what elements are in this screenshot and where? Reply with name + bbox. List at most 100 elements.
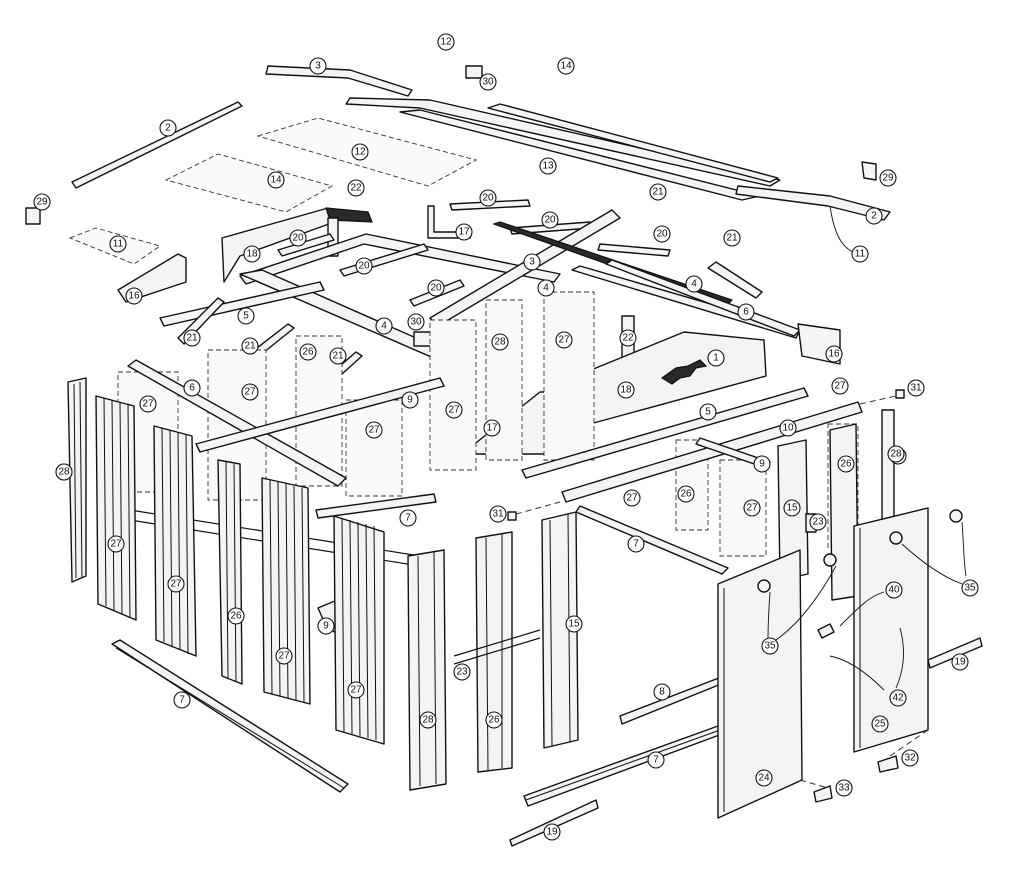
hinge-35-c bbox=[889, 531, 903, 545]
latch-40 bbox=[817, 623, 835, 639]
rib-base-7-right bbox=[525, 729, 721, 801]
part-door-25 bbox=[853, 507, 929, 753]
callout-circle bbox=[723, 229, 741, 247]
part-clip-31-right bbox=[895, 389, 905, 399]
part-rail-6-left bbox=[127, 359, 347, 487]
roof-parts bbox=[25, 65, 891, 303]
callout-22: 22 bbox=[347, 179, 365, 197]
callout-7: 7 bbox=[399, 509, 417, 527]
callout-12: 12 bbox=[437, 33, 455, 51]
callout-circle bbox=[139, 395, 157, 413]
callout-7: 7 bbox=[173, 691, 191, 709]
callout-1: 1 bbox=[707, 349, 725, 367]
rib-base-7 bbox=[115, 647, 345, 789]
callout-number: 28 bbox=[58, 467, 70, 478]
front-right-panels bbox=[509, 409, 983, 847]
callout-number: 26 bbox=[488, 715, 500, 726]
callout-circle bbox=[537, 279, 555, 297]
callout-circle bbox=[241, 383, 259, 401]
callout-circle bbox=[619, 329, 637, 347]
callout-6: 6 bbox=[737, 303, 755, 321]
callout-circle bbox=[699, 403, 717, 421]
callout-circle bbox=[455, 223, 473, 241]
callout-number: 21 bbox=[726, 233, 738, 244]
callout-number: 14 bbox=[270, 175, 282, 186]
callout-4: 4 bbox=[537, 279, 555, 297]
callout-number: 9 bbox=[407, 395, 413, 406]
callout-31: 31 bbox=[907, 379, 925, 397]
callout-9: 9 bbox=[753, 455, 771, 473]
callout-circle bbox=[401, 391, 419, 409]
callout-29: 29 bbox=[33, 193, 51, 211]
part-door-24 bbox=[717, 549, 803, 819]
callout-11: 11 bbox=[109, 235, 127, 253]
callout-11: 11 bbox=[851, 245, 869, 263]
callout-circle bbox=[275, 647, 293, 665]
callout-circle bbox=[543, 823, 561, 841]
callout-28: 28 bbox=[887, 445, 905, 463]
callout-circle bbox=[479, 73, 497, 91]
callout-number: 12 bbox=[354, 147, 366, 158]
part-bracket-29-left bbox=[25, 207, 41, 225]
callout-9: 9 bbox=[401, 391, 419, 409]
callout-18: 18 bbox=[617, 381, 635, 399]
callout-number: 3 bbox=[315, 61, 321, 72]
base-rail-23-b bbox=[453, 637, 541, 665]
callout-circle bbox=[707, 349, 725, 367]
callout-26: 26 bbox=[299, 343, 317, 361]
callout-circle bbox=[351, 143, 369, 161]
rib-28-a bbox=[417, 551, 437, 787]
callout-21: 21 bbox=[183, 329, 201, 347]
callout-3: 3 bbox=[523, 253, 541, 271]
callout-31: 31 bbox=[489, 505, 507, 523]
dash-door-bottom bbox=[799, 729, 929, 789]
callout-5: 5 bbox=[699, 403, 717, 421]
callout-number: 28 bbox=[422, 715, 434, 726]
callout-number: 6 bbox=[743, 307, 749, 318]
callout-circle bbox=[951, 653, 969, 671]
callout-number: 21 bbox=[186, 333, 198, 344]
callout-circle bbox=[437, 33, 455, 51]
callout-number: 2 bbox=[871, 211, 877, 222]
callout-20: 20 bbox=[289, 229, 307, 247]
horse-emblem bbox=[660, 359, 708, 385]
callout-circle bbox=[617, 381, 635, 399]
part-base-rail-19-front bbox=[509, 799, 599, 847]
callout-27: 27 bbox=[445, 401, 463, 419]
callout-number: 27 bbox=[746, 503, 758, 514]
callout-circle bbox=[865, 207, 883, 225]
callout-number: 3 bbox=[529, 257, 535, 268]
callout-circle bbox=[653, 225, 671, 243]
callout-number: 42 bbox=[892, 693, 904, 704]
callout-number: 32 bbox=[904, 753, 916, 764]
callout-circle bbox=[241, 337, 259, 355]
callout-circle bbox=[541, 211, 559, 229]
callout-number: 28 bbox=[494, 337, 506, 348]
callout-number: 20 bbox=[544, 215, 556, 226]
callout-12: 12 bbox=[351, 143, 369, 161]
callout-circle bbox=[885, 581, 903, 599]
part-ridge-strip bbox=[345, 97, 781, 187]
callout-27: 27 bbox=[347, 681, 365, 699]
leader-11-right bbox=[829, 205, 859, 255]
callout-circle bbox=[483, 419, 501, 437]
callout-number: 27 bbox=[834, 381, 846, 392]
callout-40: 40 bbox=[885, 581, 903, 599]
part-roof-panel-small bbox=[164, 153, 334, 213]
callout-circle bbox=[783, 499, 801, 517]
callout-27: 27 bbox=[241, 383, 259, 401]
callout-19: 19 bbox=[543, 823, 561, 841]
callout-circle bbox=[173, 691, 191, 709]
part-eave-trim-right bbox=[735, 185, 891, 221]
callout-number: 6 bbox=[189, 383, 195, 394]
part-panel-27-b bbox=[261, 477, 311, 705]
part-eave-trim-left bbox=[71, 101, 243, 189]
callout-26: 26 bbox=[837, 455, 855, 473]
callout-number: 27 bbox=[142, 399, 154, 410]
part-rail-8 bbox=[619, 675, 727, 725]
callout-number: 4 bbox=[543, 283, 549, 294]
callout-27: 27 bbox=[365, 421, 383, 439]
callout-number: 16 bbox=[828, 349, 840, 360]
callout-number: 9 bbox=[759, 459, 765, 470]
